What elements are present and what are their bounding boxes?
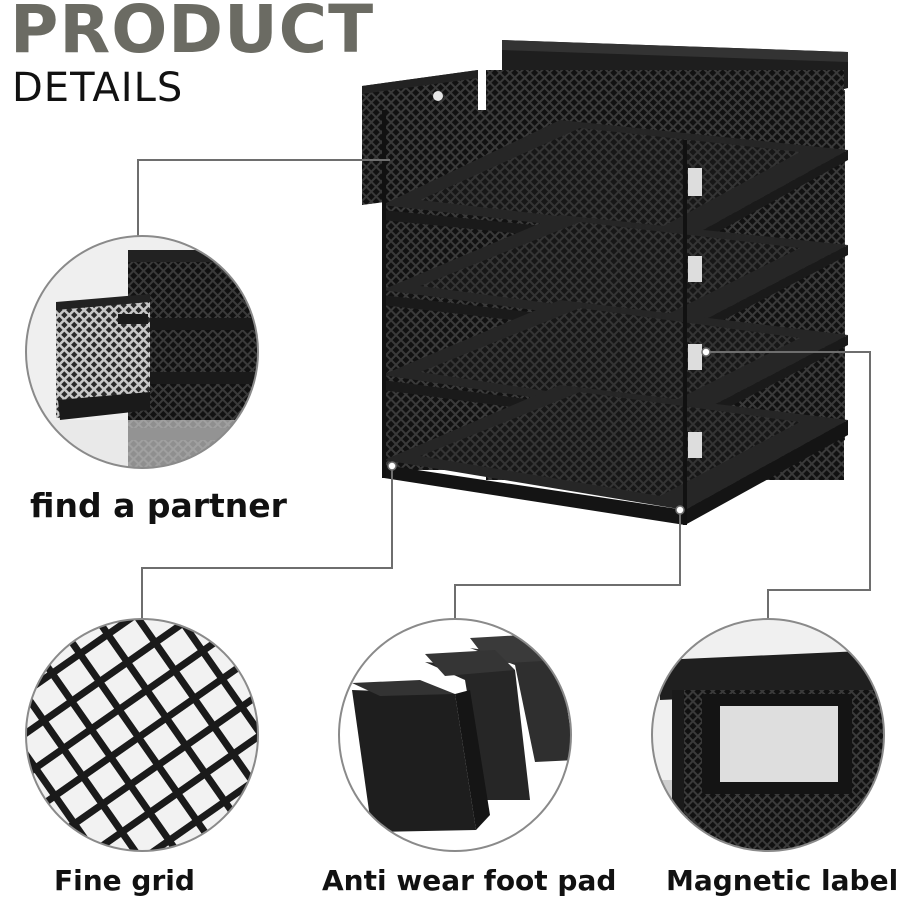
leader-lines	[137, 159, 871, 619]
tray-tier-2	[382, 245, 848, 340]
tray-tier-1	[382, 150, 848, 250]
caption-anti-wear-foot-pad: Anti wear foot pad	[322, 864, 617, 897]
detail-circle-partner	[25, 235, 259, 469]
pen-holder	[362, 70, 478, 205]
tray-tier-4	[384, 420, 848, 525]
tray-organizer	[362, 40, 848, 525]
leader-line-label	[706, 351, 871, 619]
leader-line-partner	[137, 159, 390, 238]
detail-circle-label	[651, 618, 885, 852]
callout-dot	[387, 461, 397, 471]
page-title: PRODUCT	[10, 0, 375, 68]
page-subtitle: DETAILS	[12, 65, 184, 111]
caption-find-a-partner: find a partner	[30, 486, 287, 525]
foam-pad	[352, 690, 476, 832]
leader-line-grid	[141, 466, 393, 619]
caption-magnetic-label: Magnetic label	[666, 864, 899, 897]
detail-circle-grid	[25, 618, 259, 852]
detail-circle-pad	[338, 618, 572, 852]
caption-fine-grid: Fine grid	[54, 864, 195, 897]
callout-dot	[701, 347, 711, 357]
callout-dot	[675, 505, 685, 515]
leader-line-pad	[454, 510, 681, 619]
